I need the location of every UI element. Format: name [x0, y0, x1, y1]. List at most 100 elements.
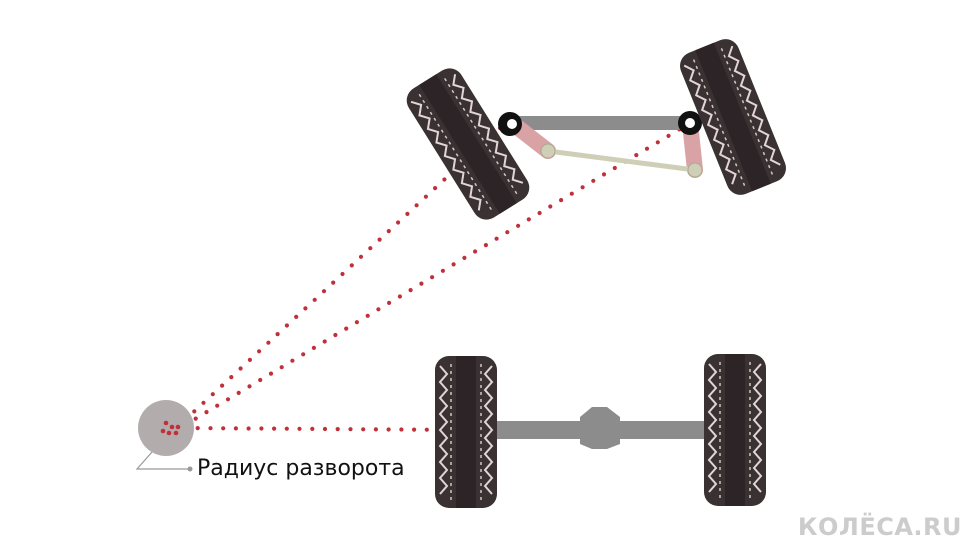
radius-dot: [430, 275, 435, 280]
radius-dot: [272, 426, 277, 431]
radius-dot: [414, 203, 419, 208]
radius-dot: [284, 323, 289, 328]
radius-dot: [294, 314, 299, 319]
radius-dot: [548, 204, 553, 209]
radius-dot: [275, 332, 280, 337]
radius-dot: [321, 289, 327, 294]
radius-dot: [376, 307, 381, 312]
radius-dot: [396, 220, 401, 225]
radius-dot: [405, 211, 410, 216]
radius-dot: [505, 230, 510, 235]
rear-left-wheel: [434, 355, 498, 509]
radius-dot: [266, 340, 271, 345]
radius-dot: [193, 416, 198, 421]
radius-dot: [344, 326, 349, 331]
radius-dot: [423, 194, 428, 199]
radius-dot: [268, 371, 274, 376]
radius-dot: [192, 409, 197, 414]
radius-dot: [387, 300, 392, 305]
turning-radius-caption: Радиус разворота: [197, 456, 405, 481]
radius-dot: [634, 153, 639, 158]
radius-dot: [412, 427, 417, 432]
radius-dot: [386, 229, 391, 234]
radius-dot: [333, 332, 338, 338]
front-steering-linkage: [498, 111, 703, 178]
radius-dot: [442, 177, 447, 182]
radius-dot: [424, 427, 429, 432]
brand-logo: КОЛЁСА.RU: [797, 513, 962, 541]
radius-dot: [340, 271, 345, 277]
radius-dot: [247, 357, 252, 362]
radius-dot: [655, 140, 660, 145]
radius-dot: [349, 263, 354, 268]
radius-dot: [220, 383, 225, 388]
radius-dot: [236, 390, 241, 395]
radius-dot: [246, 426, 251, 431]
radius-dot: [229, 375, 234, 380]
turning-radius-lines: [182, 120, 693, 434]
radius-dot: [238, 366, 243, 371]
radius-dot: [311, 345, 316, 350]
radius-dot: [473, 249, 478, 254]
radius-dot: [386, 427, 391, 432]
radius-dot: [204, 410, 209, 415]
radius-dot: [591, 178, 596, 183]
radius-dot: [354, 320, 359, 325]
radius-dot: [408, 288, 413, 293]
radius-dot: [201, 400, 206, 405]
radius-dot: [397, 294, 402, 299]
radius-dot: [601, 172, 607, 177]
turning-center-icon: [138, 400, 194, 456]
radius-dot: [483, 243, 488, 248]
radius-dot: [537, 210, 542, 216]
radius-dot: [290, 358, 295, 363]
radius-dot: [310, 426, 315, 431]
radius-dot: [644, 146, 650, 151]
radius-dot: [221, 426, 226, 431]
radius-dot: [462, 255, 467, 260]
radius-dot: [516, 223, 521, 228]
radius-dot: [225, 397, 231, 402]
radius-dot: [233, 426, 238, 431]
radius-dot: [348, 427, 353, 432]
radius-dot: [312, 297, 317, 302]
radius-dot: [322, 426, 328, 432]
radius-dot: [377, 237, 382, 242]
radius-dot: [559, 198, 564, 203]
radius-dot: [569, 191, 574, 196]
radius-dot: [580, 185, 585, 190]
radius-dot: [195, 426, 200, 431]
radius-dot: [399, 427, 404, 432]
radius-dot: [301, 352, 306, 357]
rear-axle: [495, 407, 707, 449]
radius-dot: [247, 384, 252, 389]
radius-dot: [419, 281, 424, 286]
radius-dot: [494, 236, 499, 241]
radius-dot: [331, 280, 336, 285]
radius-dot: [259, 426, 264, 431]
caption-leader: [135, 451, 190, 470]
radius-dot: [365, 313, 370, 318]
radius-dot: [358, 254, 364, 259]
radius-dot: [335, 427, 340, 432]
radius-dot: [526, 217, 531, 222]
radius-dot: [284, 426, 289, 431]
radius-dot: [258, 377, 263, 383]
front-left-wheel: [400, 62, 536, 226]
rear-right-wheel: [703, 353, 767, 507]
radius-dot: [297, 426, 302, 431]
radius-dot: [208, 426, 213, 431]
radius-dot: [361, 427, 366, 432]
radius-dot: [210, 392, 215, 397]
radius-dot: [373, 427, 378, 432]
radius-dot: [279, 365, 284, 370]
radius-dot: [322, 339, 327, 344]
radius-dot: [666, 133, 671, 138]
radius-dot: [303, 306, 308, 311]
radius-dot: [368, 246, 373, 251]
radius-dot: [451, 262, 456, 267]
radius-dot: [440, 268, 445, 273]
radius-dot: [433, 186, 438, 191]
radius-dot: [257, 349, 262, 354]
